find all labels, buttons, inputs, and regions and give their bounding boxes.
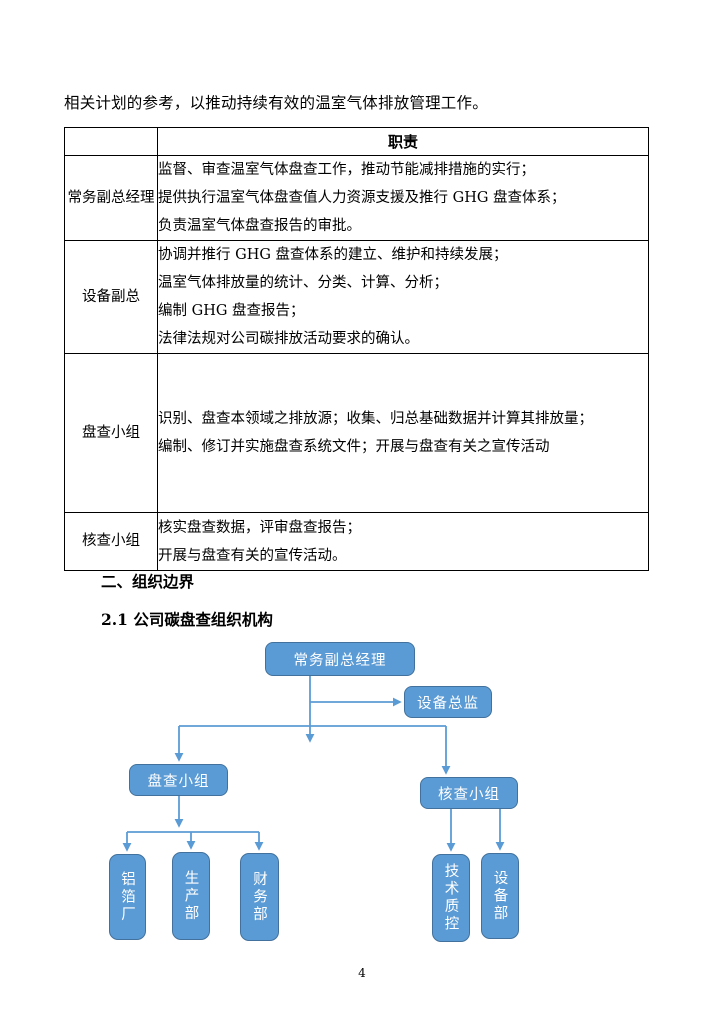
duty-line: 识别、盘查本领域之排放源；收集、归总基础数据并计算其排放量； bbox=[158, 411, 593, 427]
duty-cell: 监督、审查温室气体盘查工作，推动节能减排措施的实行； 提供执行温室气体盘查值人力… bbox=[157, 155, 649, 241]
duty-line: 编制 GHG 盘查报告； bbox=[158, 303, 305, 319]
org-node-equipment-dept[interactable]: 设备部 bbox=[481, 853, 519, 939]
role-cell: 常务副总经理 bbox=[64, 155, 158, 241]
intro-paragraph: 相关计划的参考，以推动持续有效的温室气体排放管理工作。 bbox=[64, 94, 488, 112]
table-header-duty: 职责 bbox=[157, 127, 649, 156]
org-node-finance-dept[interactable]: 财务部 bbox=[240, 853, 279, 941]
duty-line: 核实盘查数据，评审盘查报告； bbox=[158, 519, 361, 536]
table-row: 盘查小组 识别、盘查本领域之排放源；收集、归总基础数据并计算其排放量； 编制、修… bbox=[64, 353, 649, 513]
subsection-heading: 2.1 公司碳盘查组织机构 bbox=[101, 610, 273, 629]
org-node-production-dept[interactable]: 生产部 bbox=[172, 852, 210, 940]
table-row: 设备副总 协调并推行 GHG 盘查体系的建立、维护和持续发展； 温室气体排放量的… bbox=[64, 240, 649, 354]
duty-line: 协调并推行 GHG 盘查体系的建立、维护和持续发展； bbox=[158, 247, 508, 263]
duty-line: 编制、修订并实施盘查系统文件；开展与盘查有关之宣传活动 bbox=[158, 439, 550, 455]
duty-line: 负责温室气体盘查报告的审批。 bbox=[158, 218, 361, 234]
role-cell: 盘查小组 bbox=[64, 353, 158, 513]
page-number: 4 bbox=[358, 966, 366, 980]
duty-line: 监督、审查温室气体盘查工作，推动节能减排措施的实行； bbox=[158, 162, 535, 178]
table-header-row: 职责 bbox=[64, 127, 649, 156]
duty-line: 提供执行温室气体盘查值人力资源支援及推行 GHG 盘查体系； bbox=[158, 190, 566, 206]
duty-line: 温室气体排放量的统计、分类、计算、分析； bbox=[158, 275, 448, 291]
duty-line: 开展与盘查有关的宣传活动。 bbox=[158, 547, 347, 564]
org-chart-connectors bbox=[122, 676, 505, 852]
org-node-general-manager[interactable]: 常务副总经理 bbox=[265, 642, 415, 676]
org-node-foil-factory[interactable]: 铝箔厂 bbox=[109, 854, 146, 940]
org-node-verification-team[interactable]: 核查小组 bbox=[420, 777, 518, 809]
table-row: 核查小组 核实盘查数据，评审盘查报告； 开展与盘查有关的宣传活动。 bbox=[64, 512, 649, 571]
role-cell: 核查小组 bbox=[64, 512, 158, 571]
org-node-tech-quality-control[interactable]: 技术质控 bbox=[432, 854, 470, 942]
duty-cell: 协调并推行 GHG 盘查体系的建立、维护和持续发展； 温室气体排放量的统计、分类… bbox=[157, 240, 649, 354]
org-chart: 常务副总经理 设备总监 盘查小组 核查小组 铝箔厂 生产部 财务部 技术质控 设… bbox=[0, 636, 724, 966]
duty-cell: 核实盘查数据，评审盘查报告； 开展与盘查有关的宣传活动。 bbox=[157, 512, 649, 571]
responsibility-table: 职责 常务副总经理 监督、审查温室气体盘查工作，推动节能减排措施的实行； 提供执… bbox=[64, 127, 649, 571]
table-header-role bbox=[64, 127, 158, 156]
duty-line: 法律法规对公司碳排放活动要求的确认。 bbox=[158, 331, 419, 347]
role-cell: 设备副总 bbox=[64, 240, 158, 354]
section-heading: 二、组织边界 bbox=[101, 572, 195, 591]
table-row: 常务副总经理 监督、审查温室气体盘查工作，推动节能减排措施的实行； 提供执行温室… bbox=[64, 155, 649, 241]
org-node-inventory-team[interactable]: 盘查小组 bbox=[129, 764, 228, 796]
duty-cell: 识别、盘查本领域之排放源；收集、归总基础数据并计算其排放量； 编制、修订并实施盘… bbox=[157, 353, 649, 513]
org-node-equipment-director[interactable]: 设备总监 bbox=[404, 686, 492, 718]
